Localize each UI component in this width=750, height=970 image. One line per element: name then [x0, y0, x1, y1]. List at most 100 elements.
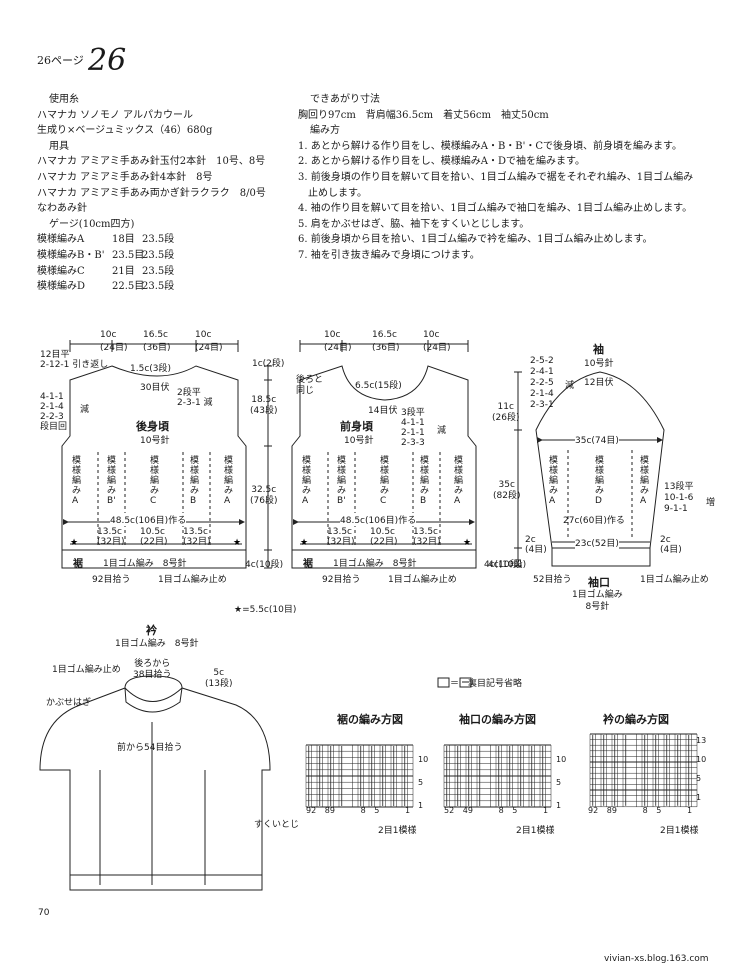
back-hem-label: 裾	[73, 559, 83, 570]
front-decrease-label: 減	[437, 426, 447, 436]
back-col-a: 模様編みA	[72, 456, 82, 506]
chart-hem-xlabels: 92 89 8 5 1	[306, 806, 411, 815]
collar-band	[124, 675, 183, 713]
front-col-c: 模様編みC	[380, 456, 390, 506]
page-number: 70	[38, 908, 50, 918]
legend-text: ＝ 裏目記号省略	[450, 679, 523, 689]
front-hem-rib	[291, 549, 477, 569]
front-body-outline	[291, 365, 477, 551]
back-top-width-2: 16.5c(36目)	[143, 330, 171, 353]
materials-block: 使用糸 ハマナカ ソノモノ アルパカウール 生成り×ベージュミックス（46）68…	[37, 92, 266, 295]
star-note: ★=5.5c(10目)	[234, 605, 297, 615]
sleeve-cuff-height-left: 2c(4目)	[525, 535, 547, 555]
front-cast-on: 48.5c(106目)作る	[340, 513, 417, 526]
method-step: 4. 袖の作り目を解いて目を拾い、1目ゴム編みで袖口を編み、1目ゴム編み止めしま…	[298, 203, 693, 215]
chart-cuff-repeat: 2目1模様	[516, 826, 555, 836]
yarn-color: 生成り×ベージュミックス（46）680g	[37, 125, 213, 137]
back-bind-off: 30目伏	[140, 383, 170, 393]
front-hem-width-2: 10.5c(22目)	[370, 527, 398, 547]
method-step: 1. あとから解ける作り目をし、模様編みA・B・B'・Cで後身頃、前身頃を編みま…	[298, 140, 683, 152]
star-marker: ★	[70, 538, 78, 548]
back-col-b: 模様編みB	[190, 456, 200, 506]
sleeve-length: 35c(82段)	[493, 480, 521, 501]
chart-hem-repeat: 2目1模様	[378, 826, 417, 836]
star-marker: ★	[233, 538, 241, 548]
gauge-title: ゲージ(10cm四方)	[49, 218, 135, 230]
height-top: 1c(2段)	[252, 359, 285, 369]
collar-title: 衿	[146, 624, 157, 637]
tools-title: 用具	[49, 140, 69, 152]
height-body: 32.5c(76段)	[250, 485, 278, 506]
sleeve-col-d: 模様編みD	[595, 456, 605, 506]
watermark: vivian-xs.blog.163.com	[604, 954, 709, 964]
sleeve-needle: 10号針	[584, 359, 614, 369]
front-top-width-1: 10c(24目)	[324, 330, 352, 353]
method-step: 7. 袖を引き抜き編みで身頃につけます。	[298, 249, 480, 261]
back-title: 後身頃	[136, 420, 169, 433]
yarn-name: ハマナカ ソノモノ アルパカウール	[37, 109, 193, 121]
tool-item: ハマナカ アミアミ手あみ針4本針 8号	[37, 171, 213, 183]
sleeve-outline	[535, 371, 665, 549]
sleeve-upper-width: 35c(74目)	[575, 433, 619, 446]
back-hem-width-3: 13.5c(32目)	[183, 527, 211, 547]
star-marker: ★	[300, 538, 308, 548]
back-hem-rib	[61, 549, 247, 569]
front-col-b: 模様編みB	[420, 456, 430, 506]
back-hem-width-1: 13.5c(32目)	[97, 527, 125, 547]
back-needle: 10号針	[140, 436, 170, 446]
front-col-a: 模様編みA	[302, 456, 312, 506]
collar-height: 5c(13段)	[205, 668, 233, 689]
back-top-width-1: 10c(24目)	[100, 330, 128, 353]
front-bindoff: 1目ゴム編み止め	[388, 575, 457, 585]
front-col-a2: 模様編みA	[454, 456, 464, 506]
sleeve-bindoff: 1目ゴム編み止め	[640, 575, 709, 585]
collar-side-seam: すくいとじ	[254, 820, 300, 830]
collar-front-pick: 前から54目拾う	[117, 743, 183, 753]
front-neck-depth: 6.5c(15段)	[355, 381, 402, 391]
sleeve-cuff-height-right: 2c(4目)	[660, 535, 682, 555]
page-ref: 26ページ	[37, 54, 84, 67]
front-needle: 10号針	[344, 436, 374, 446]
front-title: 前身頃	[340, 420, 373, 433]
front-hem-label: 裾	[303, 559, 313, 570]
back-cast-on: 48.5c(106目)作る	[110, 513, 187, 526]
collar-shoulder-seam: かぶせはぎ	[46, 698, 92, 708]
back-bindoff: 1目ゴム編み止め	[158, 575, 227, 585]
tool-item: なわあみ針	[37, 203, 87, 215]
height-armhole: 18.5c(43段)	[250, 395, 278, 416]
chart-collar-repeat: 2目1模様	[660, 826, 699, 836]
chart-title-collar: 衿の編み方図	[603, 713, 669, 726]
sleeve-increase-label: 増	[706, 498, 716, 508]
knitting-charts	[305, 733, 698, 808]
front-hem-width-1: 13.5c(32目)	[327, 527, 355, 547]
sleeve-cuff-rib	[551, 547, 651, 567]
chart-grid-hem	[305, 744, 414, 808]
front-pickup: 92目拾う	[322, 575, 361, 585]
chart-grid-collar	[589, 733, 698, 808]
sleeve-decrease-label: 減	[565, 381, 575, 391]
method-block: できあがり寸法 胸回り97cm 背肩幅36.5cm 着丈56cm 袖丈50cm …	[298, 92, 693, 264]
sweater-outline	[39, 687, 271, 891]
back-pickup: 92目拾う	[92, 575, 131, 585]
front-top-width-3: 10c(24目)	[423, 330, 451, 353]
back-hem-width-2: 10.5c(22目)	[140, 527, 168, 547]
sleeve-col-a: 模様編みA	[549, 456, 559, 506]
tool-item: ハマナカ アミアミ手あみ針玉付2本針 10号、8号	[37, 156, 266, 168]
back-col-b2: 模様編みB'	[107, 456, 117, 506]
back-col-c: 模様編みC	[150, 456, 160, 506]
chart-title-cuff: 袖口の編み方図	[459, 713, 536, 726]
back-hem-text: 1目ゴム編み 8号針	[103, 559, 187, 569]
method-title: 編み方	[310, 125, 340, 137]
sleeve-cuff-rows: 4c(10段)	[488, 560, 527, 570]
method-step: 3. 前後身頃の作り目を解いて目を拾い、1目ゴム編みで裾をそれぞれ編み、1目ゴム…	[298, 171, 694, 183]
method-step: 6. 前後身頃から目を拾い、1目ゴム編みで衿を編み、1目ゴム編み止めします。	[298, 234, 653, 246]
